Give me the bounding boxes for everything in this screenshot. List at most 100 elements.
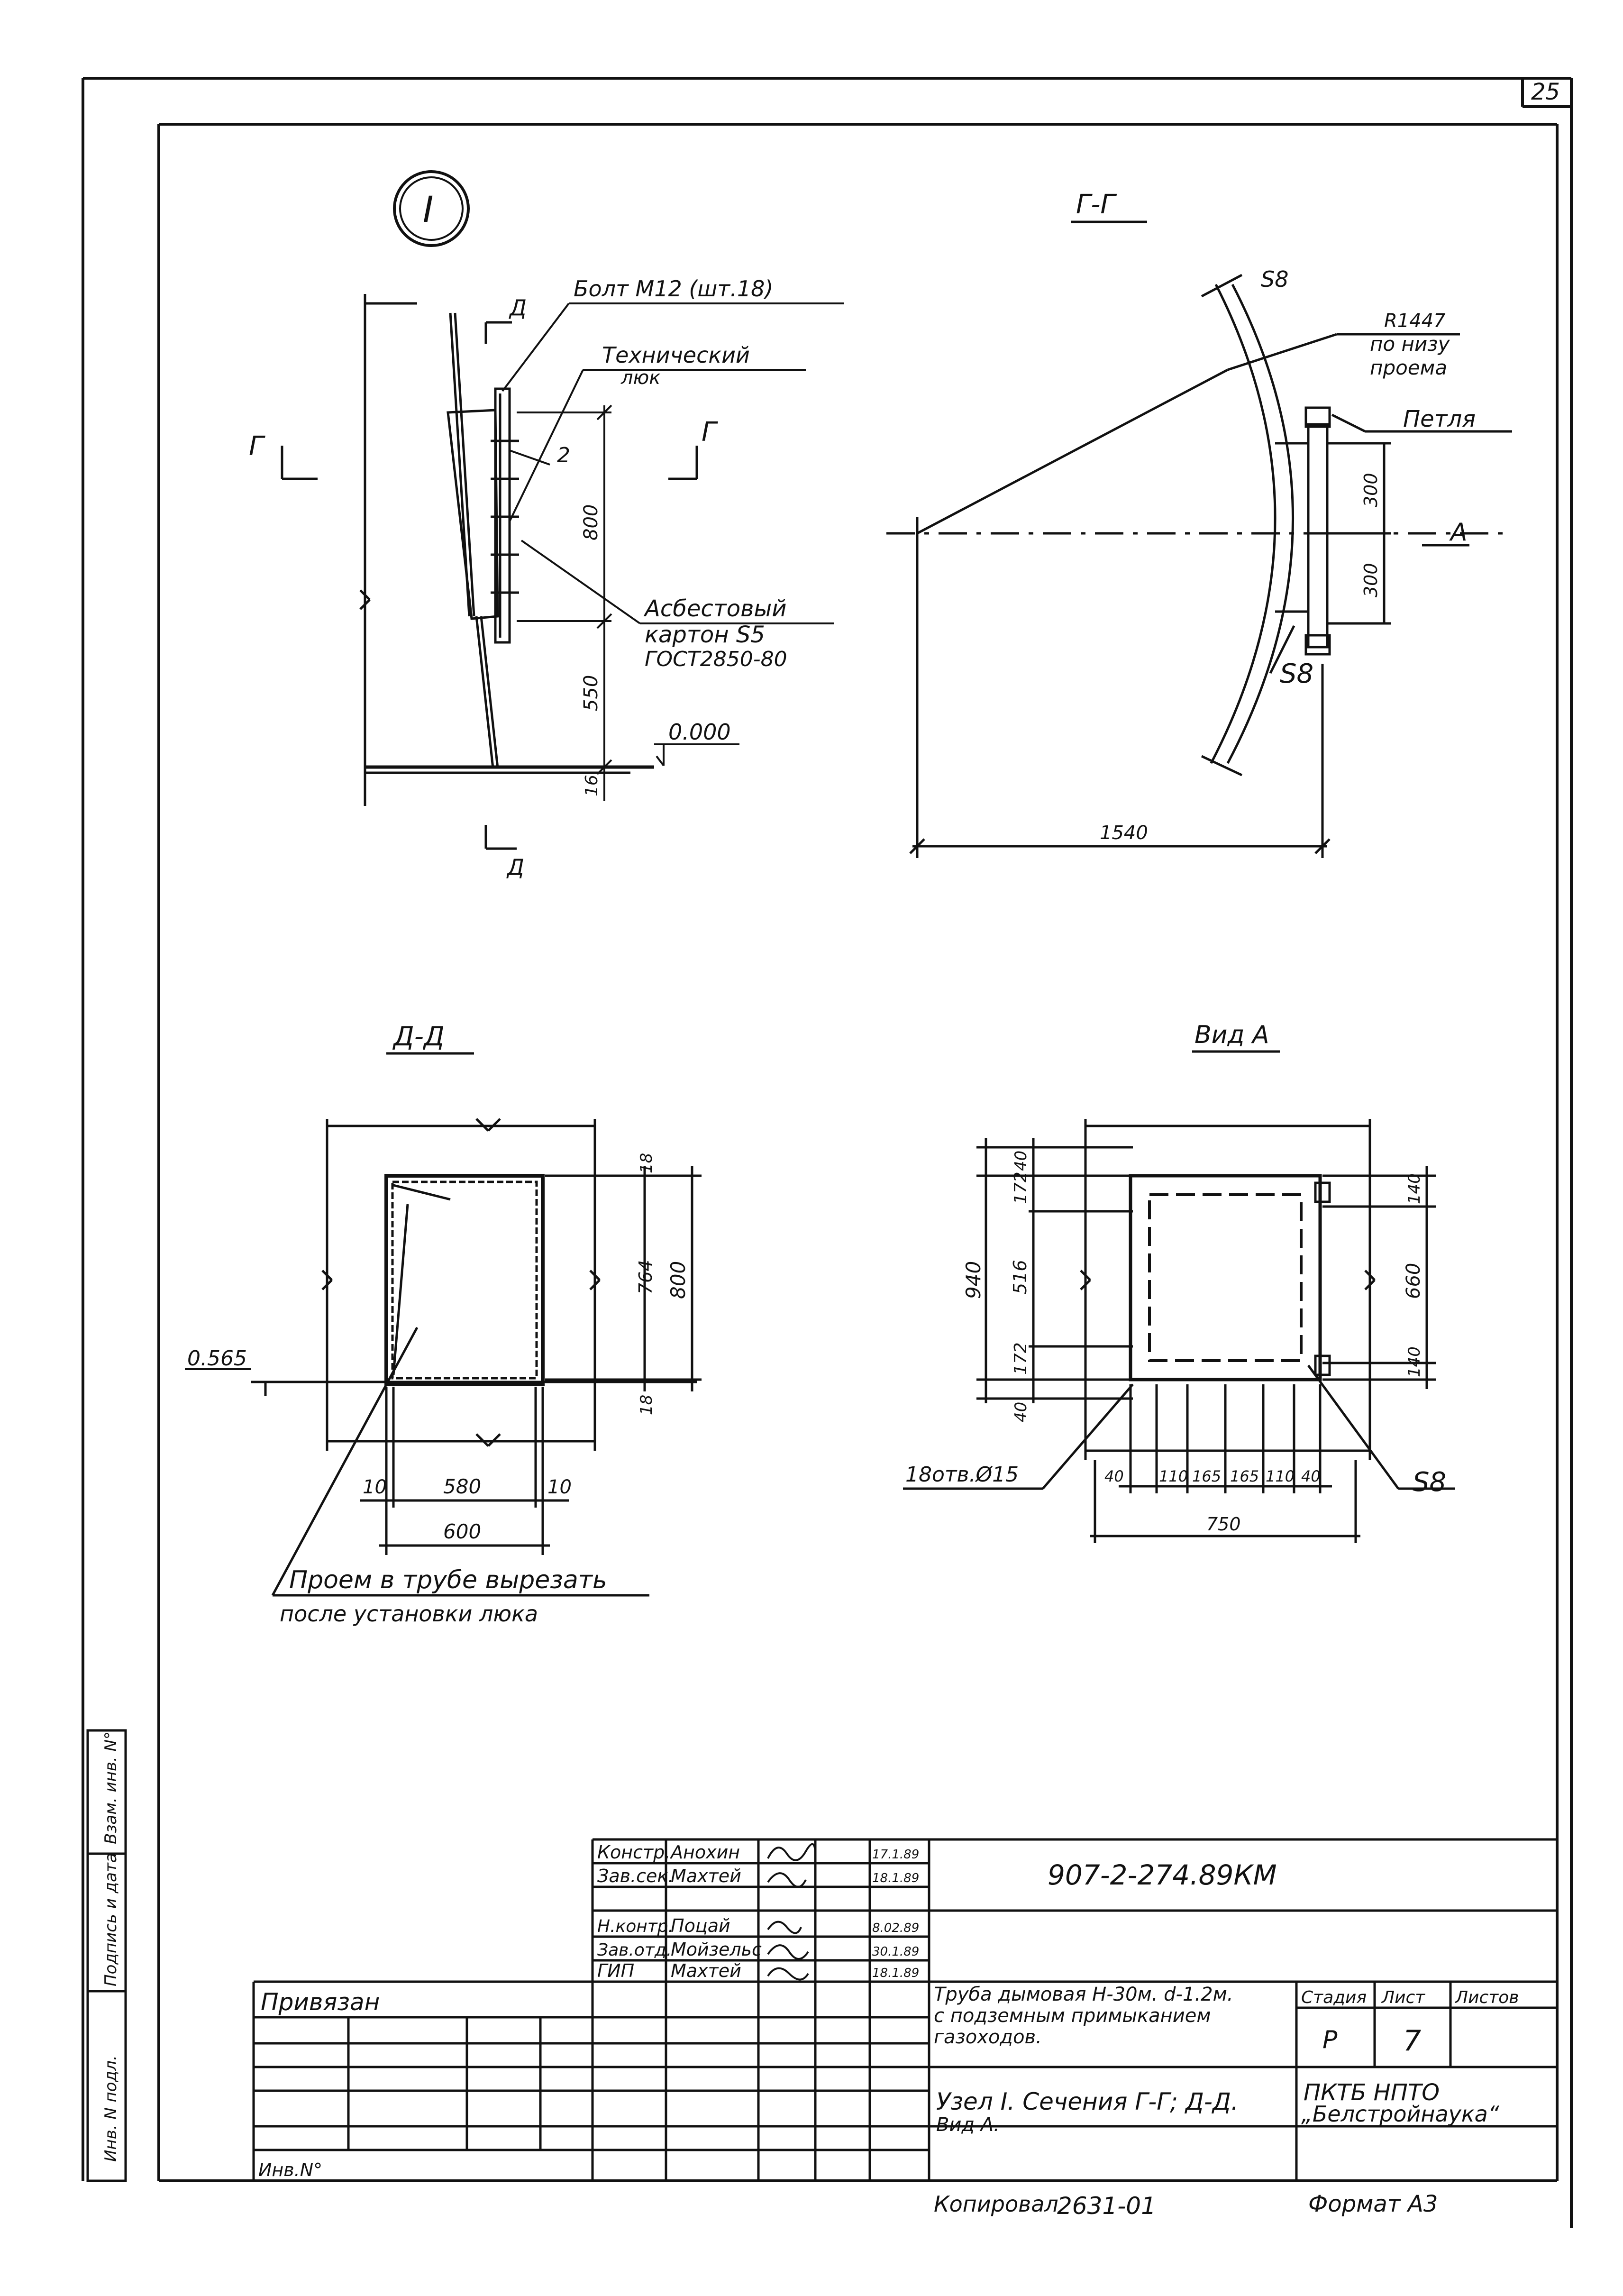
section-marker-g-left: Г — [249, 431, 265, 462]
staff-name-4: Мойзельс — [671, 1939, 762, 1960]
view-a-dim-140a: 140 — [1405, 1173, 1424, 1204]
copied-by-label: Копировал — [934, 2191, 1058, 2217]
staff-role-2: Зав.сек. — [597, 1866, 674, 1886]
staff-name-5: Махтей — [671, 1960, 741, 1981]
dd-dim-4: 18 — [637, 1395, 656, 1415]
gg-dim-upper: 300 — [1360, 473, 1381, 507]
doc-code: 907-2-274.89КМ — [1048, 1859, 1277, 1891]
staff-role-1: Констр. — [597, 1842, 670, 1863]
dd-dim-8: 600 — [443, 1520, 481, 1543]
object-line-1: Труба дымовая Н-30м. d-1.2м. — [934, 1984, 1233, 2005]
sheet-title-2: Вид А. — [936, 2114, 1000, 2136]
node-marker-label: I — [423, 188, 433, 230]
object-line-3: газоходов. — [934, 2026, 1042, 2048]
gg-thickness-bottom: S8 — [1280, 659, 1313, 689]
view-a: Вид А — [903, 1021, 1455, 1543]
gasket-label-2: картон S5 — [645, 622, 765, 648]
gasket-label-3: ГОСТ2850-80 — [645, 647, 787, 671]
gg-thickness-top: S8 — [1261, 266, 1288, 292]
dd-dim-6: 580 — [443, 1475, 481, 1498]
view-a-dim-940: 940 — [962, 1261, 985, 1299]
staff-name-3: Поцай — [671, 1915, 730, 1936]
staff-date-3: 8.02.89 — [872, 1921, 919, 1935]
staff-role-3: Н.контр. — [597, 1917, 674, 1936]
node-dim-1: 800 — [580, 504, 602, 540]
dd-dim-5: 10 — [363, 1476, 387, 1498]
section-marker-d-bottom: Д — [506, 854, 524, 880]
dd-dim-1: 18 — [637, 1153, 656, 1173]
staff-date-2: 18.1.89 — [872, 1871, 919, 1885]
format-label: Формат А3 — [1308, 2191, 1438, 2217]
view-a-dim-b1: 40 — [1104, 1467, 1124, 1485]
node-dim-2: 550 — [580, 675, 602, 711]
staff-date-1: 17.1.89 — [872, 1848, 919, 1862]
gg-radius-3: проема — [1370, 356, 1447, 379]
drawing-frame — [82, 77, 1573, 2228]
node-marker-circle — [393, 170, 470, 247]
hatch-label-2: люк — [620, 367, 660, 389]
side-stamp — [86, 1729, 127, 2182]
binding-label: Привязан — [261, 1988, 380, 2016]
dd-elevation: 0.565 — [187, 1346, 247, 1371]
view-a-holes: 18отв.Ø15 — [905, 1463, 1019, 1487]
dd-dim-2: 764 — [635, 1260, 656, 1294]
stage-value: Р — [1322, 2026, 1338, 2054]
inventory-label: Инв.N° — [258, 2159, 322, 2180]
view-a-thickness: S8 — [1413, 1467, 1446, 1498]
org-line-1: ПКТБ НПТО — [1304, 2079, 1440, 2106]
section-gg-view: Г-Г — [886, 189, 1512, 858]
section-marker-d-top: Д — [509, 295, 527, 320]
gg-dim-lower: 300 — [1360, 563, 1381, 597]
side-stamp-replacement: Взам. инв. N° — [101, 1731, 120, 1844]
view-a-dim-140b: 140 — [1405, 1346, 1424, 1377]
section-marker-g-right: Г — [702, 417, 718, 448]
gasket-label-1: Асбестовый — [643, 595, 786, 622]
sheet-title-1: Узел I. Сечения Г-Г; Д-Д. — [936, 2088, 1239, 2115]
gg-dim-width: 1540 — [1100, 822, 1148, 844]
view-a-dim-40b: 40 — [1012, 1402, 1030, 1422]
signatures — [767, 1843, 816, 1981]
view-a-dim-b5: 110 — [1266, 1467, 1295, 1485]
page-number: 25 — [1531, 79, 1560, 105]
view-a-total-width: 750 — [1206, 1514, 1241, 1535]
dd-note-1: Проем в трубе вырезать — [289, 1566, 607, 1594]
section-gg-title: Г-Г — [1076, 189, 1117, 220]
dd-note-2: после установки люка — [280, 1601, 538, 1627]
sheets-label: Листов — [1454, 1988, 1519, 2007]
staff-date-5: 18.1.89 — [872, 1966, 919, 1980]
staff-name-2: Махтей — [671, 1866, 741, 1886]
view-a-dim-172b: 172 — [1011, 1342, 1030, 1375]
view-a-dim-b3: 165 — [1192, 1467, 1221, 1485]
view-a-title: Вид А — [1194, 1021, 1269, 1049]
gg-radius-2: по низу — [1370, 332, 1450, 356]
sheet-label: Лист — [1381, 1988, 1425, 2007]
node-dim-3: 16 — [582, 775, 602, 796]
title-block — [252, 1838, 1557, 2181]
gg-view-marker: А — [1449, 518, 1468, 547]
dd-dim-7: 10 — [547, 1476, 572, 1498]
stage-label: Стадия — [1301, 1988, 1367, 2007]
gg-radius-1: R1447 — [1384, 310, 1446, 332]
item-number: 2 — [557, 443, 570, 467]
view-a-dim-b6: 40 — [1301, 1467, 1321, 1485]
node-elevation: 0.000 — [668, 719, 731, 745]
dd-dim-3: 800 — [666, 1261, 690, 1299]
side-stamp-original: Инв. N подл. — [101, 2055, 120, 2162]
staff-role-4: Зав.отд. — [597, 1940, 672, 1960]
view-a-dim-516: 516 — [1010, 1260, 1030, 1294]
gg-loop-label: Петля — [1403, 406, 1476, 432]
hatch-label-1: Технический — [602, 342, 750, 368]
view-a-dim-660: 660 — [1403, 1263, 1424, 1299]
sheet-value: 7 — [1403, 2024, 1421, 2058]
staff-date-4: 30.1.89 — [872, 1945, 919, 1959]
view-a-dim-40a: 40 — [1012, 1151, 1030, 1171]
staff-role-5: ГИП — [597, 1960, 634, 1981]
section-dd-view: Д-Д — [185, 1021, 702, 1627]
org-line-2: „Белстройнаука“ — [1301, 2101, 1499, 2127]
section-dd-title: Д-Д — [392, 1021, 445, 1052]
side-stamp-signature: Подпись и дата — [101, 1853, 120, 1986]
node-view: I — [249, 170, 844, 880]
view-a-dim-b4: 165 — [1230, 1467, 1259, 1485]
view-a-dim-b2: 110 — [1159, 1467, 1188, 1485]
bolt-label: Болт М12 (шт.18) — [574, 276, 773, 302]
